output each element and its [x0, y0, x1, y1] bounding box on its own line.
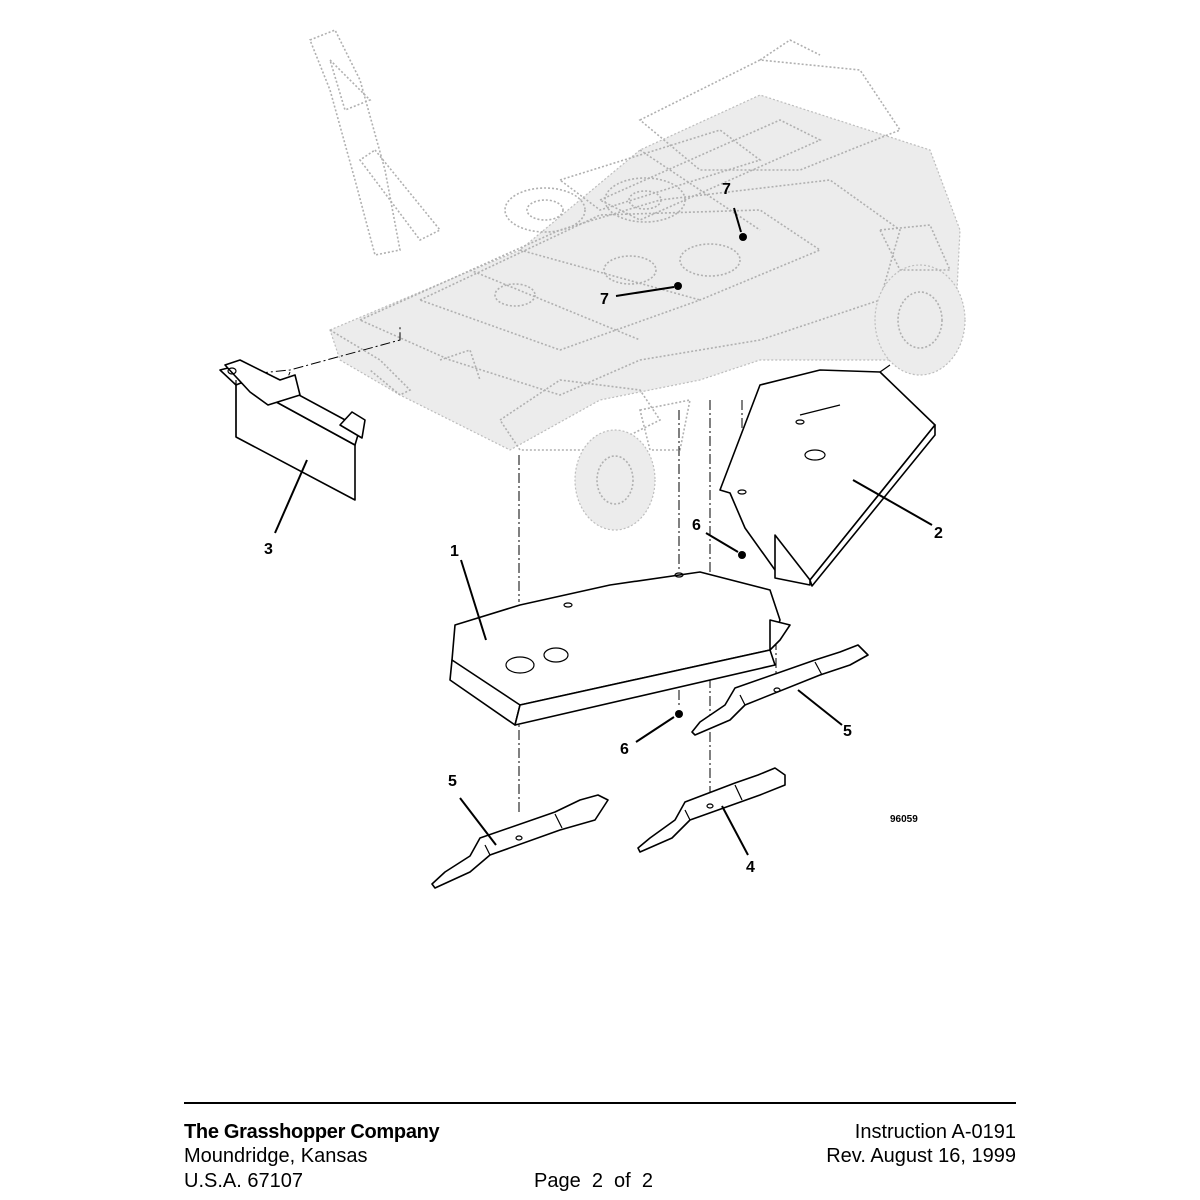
page-number: Page 2 of 2: [534, 1170, 653, 1192]
part-6-bolt-lower: [635, 710, 683, 743]
part-2-baffle: [719, 364, 936, 587]
callout-leaders: [274, 459, 933, 856]
exploded-parts-diagram: 1 2 3 4 5 5 6 6 7 7 96059: [219, 28, 966, 889]
callout-7-lower: 7: [600, 291, 609, 308]
part-7-bolt-lower: [615, 282, 682, 297]
instruction-number: Instruction A-0191: [854, 1121, 1016, 1143]
callout-3: 3: [264, 541, 273, 558]
callout-4: 4: [746, 859, 755, 876]
mower-deck-ghost: [308, 28, 966, 531]
callout-1: 1: [450, 543, 459, 560]
callout-5-upper: 5: [843, 723, 852, 740]
part-7-bolt-upper: [733, 207, 747, 241]
callout-2: 2: [934, 525, 943, 542]
part-6-bolt-upper: [705, 532, 746, 559]
revision-date: Rev. August 16, 1999: [826, 1145, 1016, 1167]
callout-6-lower: 6: [620, 741, 629, 758]
company-city: Moundridge, Kansas: [184, 1145, 368, 1167]
company-name: The Grasshopper Company: [184, 1121, 440, 1143]
part-1-baffle: [449, 571, 791, 726]
callout-7-upper: 7: [722, 181, 731, 198]
figure-number: 96059: [890, 814, 918, 825]
part-4-blade: [637, 767, 786, 853]
callout-5-lower: 5: [448, 773, 457, 790]
footer-rule: [184, 1102, 1016, 1104]
part-3-baffle: [219, 359, 366, 501]
part-5-blade-lower: [431, 794, 609, 889]
callout-6-upper: 6: [692, 517, 701, 534]
company-country-zip: U.S.A. 67107: [184, 1170, 303, 1192]
part-5-blade-upper: [691, 644, 869, 736]
